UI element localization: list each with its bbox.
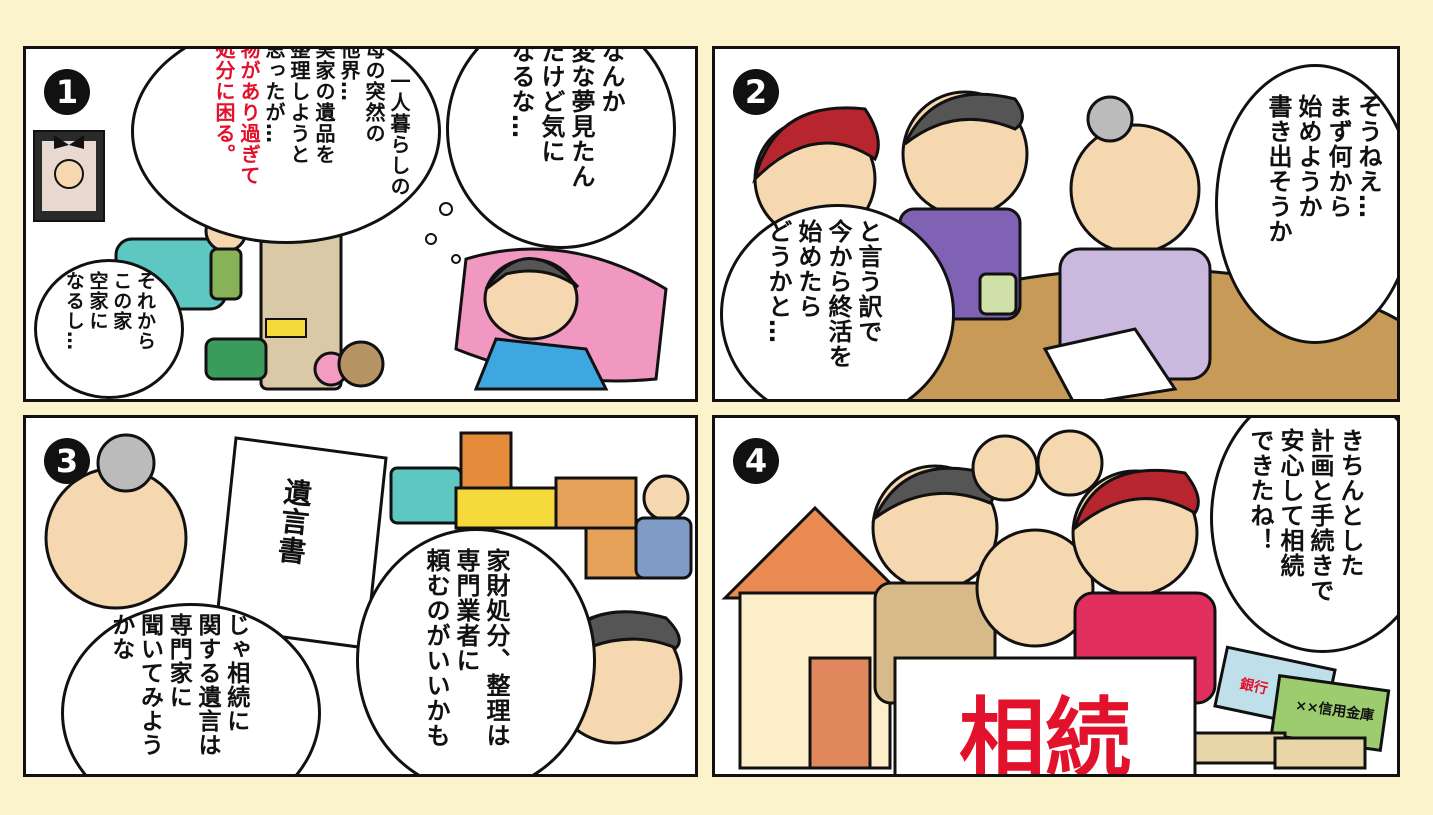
panel-3: 3 遺言書 じゃ相続に 関する遺言は 専門家に 聞いてみよう かな 家財処分、整… — [23, 415, 698, 777]
family-scene — [721, 429, 1391, 774]
sleeper-pajama — [473, 337, 609, 391]
grandma-bun — [96, 433, 156, 493]
sign-board — [893, 656, 1197, 774]
grandma-text: そうねえ… まず何から 始めようか 書き出そうか — [1264, 94, 1382, 244]
son-body — [209, 247, 243, 301]
notebook — [1042, 327, 1178, 399]
vacant-text: それから この家 空家に なるし… — [62, 271, 156, 351]
portrait-face — [54, 159, 84, 189]
panel-4: 4 相続 銀行 ××信用金庫 きちんとした 計画と手続きで 安心して相続 できた… — [712, 415, 1400, 777]
panel-1: 1 一人暮らしの 母の突然の 他界… 実家の遺品を 整理しようと 思ったが… 物… — [23, 46, 698, 402]
panel-number: 2 — [733, 69, 779, 115]
child-head — [975, 528, 1095, 648]
mourning-ribbon — [54, 135, 84, 149]
narration-bubble — [131, 49, 441, 244]
teacup — [978, 272, 1018, 316]
son-bubble — [720, 204, 955, 399]
panel-number: 4 — [733, 438, 779, 484]
grandma-text: じゃ相続に 関する遺言は 専門家に 聞いてみよう かな — [107, 613, 249, 757]
movers-scene — [44, 431, 693, 745]
family-text: きちんとした 計画と手続きで 安心して相続 できたね！ — [1246, 428, 1364, 603]
mother-hair — [1072, 468, 1200, 533]
dream-text: なんか 変な夢見たん だけど気に なるな… — [507, 46, 625, 189]
box-1 — [554, 476, 638, 530]
money-stack-1 — [1193, 731, 1287, 765]
truck-cab — [389, 466, 463, 525]
grandma-bubble — [1215, 64, 1397, 344]
son-bubble — [356, 528, 596, 774]
narration-red: 物があり過ぎて 処分に困る。 — [212, 46, 261, 186]
panel-number: 3 — [44, 438, 90, 484]
wife-hair — [752, 106, 880, 184]
teddy-bear — [337, 340, 385, 388]
dream-bubble — [446, 49, 676, 249]
mover-head — [642, 474, 690, 522]
panel-number: 1 — [44, 69, 90, 115]
grandma-head — [1069, 123, 1201, 255]
son-text: 家財処分、整理は 専門業者に 頼むのがいいかも — [422, 548, 510, 748]
vacant-bubble — [34, 259, 184, 399]
money-stack-2 — [1273, 736, 1367, 770]
grandma-hair — [1086, 95, 1134, 143]
mover-body — [634, 516, 693, 580]
book-yellow — [265, 318, 307, 338]
husband-hair — [903, 92, 1024, 146]
room-scene — [33, 130, 668, 391]
sleeper-hair — [484, 257, 580, 291]
narration-text: 一人暮らしの 母の突然の 他界… 実家の遺品を 整理しようと 思ったが… 物があ… — [186, 46, 436, 197]
grandma-head — [1036, 429, 1104, 497]
clothes-pile — [204, 337, 268, 381]
grandpa-head — [971, 434, 1039, 502]
son-text: と言う訳で 今から終活を 始めたら どうかと… — [764, 219, 882, 369]
sign-text: 相続 — [959, 689, 1131, 777]
panel-2: 2 そうねえ… まず何から 始めようか 書き出そうか と言う訳で 今から終活を … — [712, 46, 1400, 402]
dresser — [459, 431, 513, 490]
house-door — [808, 656, 872, 770]
narration-lines: 一人暮らしの 母の突然の 他界… 実家の遺品を 整理しようと 思ったが… — [262, 46, 411, 197]
